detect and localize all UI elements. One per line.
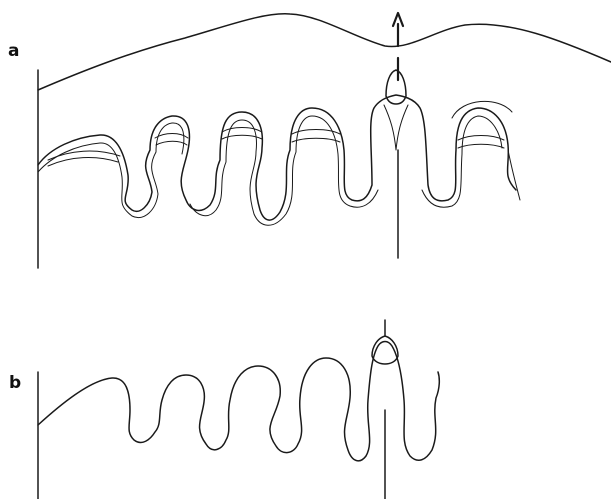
panel-a-lobe-detail-5: [48, 151, 120, 166]
panel-b-drawing: [38, 320, 439, 499]
panel-a-central-spindle: [386, 70, 406, 104]
panel-a-lobe-detail-4: [458, 136, 504, 149]
panel-a-upper-contour: [38, 14, 611, 90]
panel-a-lobe-detail-3: [292, 130, 340, 143]
panel-a-drawing: [38, 13, 611, 268]
panel-a-folded-outline-inner: [38, 116, 502, 225]
panel-a-lobe-detail-1: [155, 134, 188, 146]
panel-a-folded-outline-outer: [38, 95, 516, 220]
panel-a-lobe-detail-2: [222, 128, 262, 140]
panel-b-label: b: [9, 375, 21, 392]
panel-a-label: a: [8, 43, 19, 60]
panel-b-folded-outline: [38, 342, 439, 461]
panel-a-right-edge: [508, 150, 520, 200]
panel-a-right-lobe-halo: [452, 101, 512, 118]
